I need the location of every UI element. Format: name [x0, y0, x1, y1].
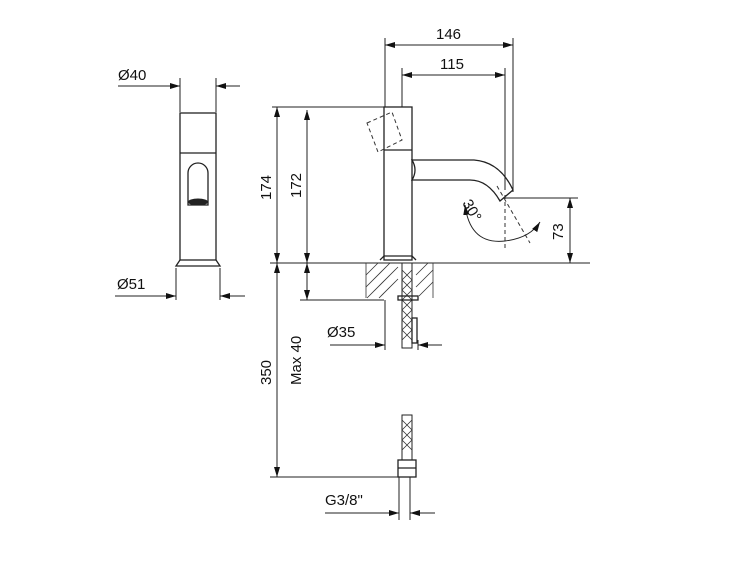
- dim-height-172: 172: [288, 173, 305, 198]
- dim-diameter-35: Ø35: [327, 324, 355, 341]
- front-view: 146 115 30° 73: [258, 26, 590, 520]
- dim-diameter-51: Ø51: [117, 276, 145, 293]
- dim-width-146: 146: [436, 26, 461, 43]
- dim-max-40: Max 40: [288, 336, 305, 385]
- dim-width-115: 115: [440, 56, 464, 73]
- dim-angle-30: 30°: [459, 197, 485, 225]
- dim-height-350: 350: [258, 360, 275, 385]
- dim-height-174: 174: [258, 175, 275, 200]
- countertop-hatch: [365, 262, 434, 299]
- dim-height-73: 73: [550, 223, 567, 240]
- side-view: Ø40 Ø51: [115, 67, 245, 300]
- dim-diameter-40: Ø40: [118, 67, 146, 84]
- dim-thread-g38: G3/8": [325, 492, 363, 509]
